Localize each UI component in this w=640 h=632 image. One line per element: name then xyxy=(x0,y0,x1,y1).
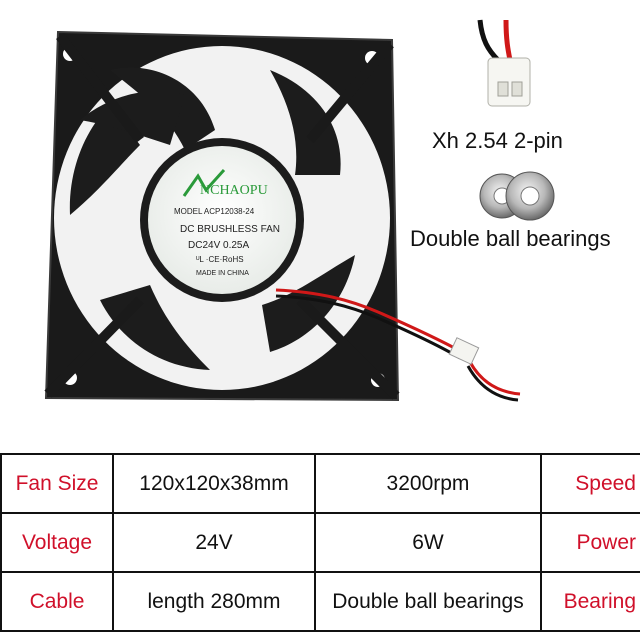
spec-value-speed: 3200rpm xyxy=(314,453,542,514)
ball-bearings-icon xyxy=(479,171,555,221)
spec-value-fan-size: 120x120x38mm xyxy=(112,453,316,514)
bearing-label: Double ball bearings xyxy=(410,226,611,251)
fan-hub: NCHAOPU MODEL ACP12038-24 DC BRUSHLESS F… xyxy=(140,138,304,302)
fan-type: DC BRUSHLESS FAN xyxy=(180,224,280,235)
brand-logo-icon xyxy=(182,168,226,197)
fan-cable xyxy=(275,288,521,402)
connector-closeup xyxy=(477,19,531,107)
spec-name-cable: Cable xyxy=(0,571,114,632)
table-row: Fan Size 120x120x38mm 3200rpm Speed xyxy=(0,453,640,514)
fan-origin: MADE IN CHINA xyxy=(196,270,249,277)
spec-name-voltage: Voltage xyxy=(0,512,114,573)
fan-certs: ᵁL ·CE·RoHS xyxy=(196,255,244,264)
table-row: Cable length 280mm Double ball bearings … xyxy=(0,571,640,632)
spec-name-speed: Speed xyxy=(540,453,640,514)
spec-value-power: 6W xyxy=(314,512,542,573)
fan-label-sticker xyxy=(148,146,296,294)
fan-brand: NCHAOPU xyxy=(200,183,268,198)
table-row: Voltage 24V 6W Power xyxy=(0,512,640,573)
spec-name-fan-size: Fan Size xyxy=(0,453,114,514)
spec-value-bearing: Double ball bearings xyxy=(314,571,542,632)
spec-name-power: Power xyxy=(540,512,640,573)
spec-value-voltage: 24V xyxy=(112,512,316,573)
fan-model: MODEL ACP12038-24 xyxy=(174,207,255,216)
product-photo: NCHAOPU MODEL ACP12038-24 DC BRUSHLESS F… xyxy=(44,19,555,402)
fan-rating: DC24V 0.25A xyxy=(188,240,249,251)
connector-label: Xh 2.54 2-pin xyxy=(432,128,563,153)
fan-struts xyxy=(44,32,400,400)
spec-table: Fan Size 120x120x38mm 3200rpm Speed Volt… xyxy=(0,453,640,632)
cable-connector-icon xyxy=(448,337,480,365)
spec-name-bearing: Bearing xyxy=(540,571,640,632)
spec-value-cable: length 280mm xyxy=(112,571,316,632)
